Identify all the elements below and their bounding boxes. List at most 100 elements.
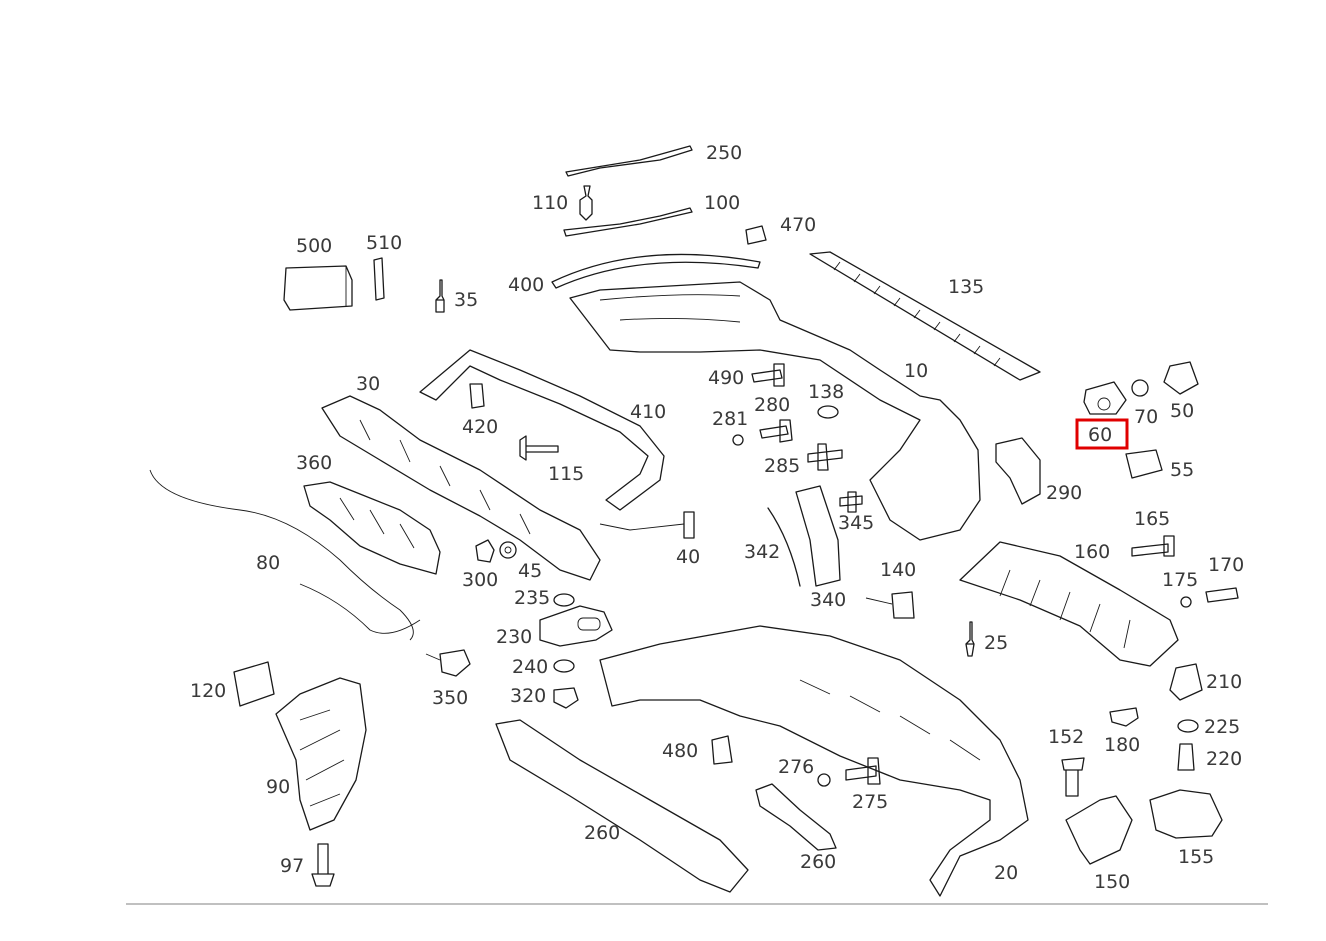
callout-240[interactable]: 240 [512,656,548,678]
callout-110[interactable]: 110 [532,192,568,214]
part-135 [809,251,1041,381]
part-510 [373,257,385,301]
part-210 [1169,663,1203,701]
part-110 [579,185,593,221]
part-55 [1125,449,1163,479]
callout-220[interactable]: 220 [1206,748,1242,770]
part-260a [495,719,749,893]
callout-230[interactable]: 230 [496,626,532,648]
part-180 [1109,707,1139,727]
part-230 [539,605,613,647]
part-60 [1083,381,1127,415]
callout-350[interactable]: 350 [432,687,468,709]
callout-100[interactable]: 100 [704,192,740,214]
callout-45[interactable]: 45 [518,560,542,582]
callout-35[interactable]: 35 [454,289,478,311]
part-160 [959,541,1179,667]
callout-152[interactable]: 152 [1048,726,1084,748]
callout-281[interactable]: 281 [712,408,748,430]
callout-115[interactable]: 115 [548,463,584,485]
callout-97[interactable]: 97 [280,855,304,877]
callout-165[interactable]: 165 [1134,508,1170,530]
callout-10[interactable]: 10 [904,360,928,382]
callout-360[interactable]: 360 [296,452,332,474]
part-152 [1061,757,1085,797]
callout-90[interactable]: 90 [266,776,290,798]
callout-170[interactable]: 170 [1208,554,1244,576]
callout-300[interactable]: 300 [462,569,498,591]
part-120 [233,661,275,707]
callout-285[interactable]: 285 [764,455,800,477]
part-360 [303,481,441,575]
callouts: 250 110 100 470 500 510 35 400 135 30 41… [190,142,1244,893]
callout-55[interactable]: 55 [1170,459,1194,481]
callout-276[interactable]: 276 [778,756,814,778]
callout-80[interactable]: 80 [256,552,280,574]
callout-400[interactable]: 400 [508,274,544,296]
callout-138[interactable]: 138 [808,381,844,403]
part-420 [469,383,485,409]
callout-500[interactable]: 500 [296,235,332,257]
part-235 [553,593,575,607]
callout-480[interactable]: 480 [662,740,698,762]
callout-340[interactable]: 340 [810,589,846,611]
part-97 [311,843,335,887]
callout-70[interactable]: 70 [1134,406,1158,428]
part-220 [1177,743,1195,771]
callout-160[interactable]: 160 [1074,541,1110,563]
callout-470[interactable]: 470 [780,214,816,236]
callout-135[interactable]: 135 [948,276,984,298]
callout-342[interactable]: 342 [744,541,780,563]
callout-345[interactable]: 345 [838,512,874,534]
callout-150[interactable]: 150 [1094,871,1130,893]
callout-260a[interactable]: 260 [584,822,620,844]
callout-225[interactable]: 225 [1204,716,1240,738]
callout-175[interactable]: 175 [1162,569,1198,591]
callout-40[interactable]: 40 [676,546,700,568]
part-20 [599,625,1029,897]
part-320 [553,687,579,709]
part-100 [563,207,693,237]
part-470 [745,225,767,245]
part-10 [569,281,981,541]
part-155 [1149,789,1223,839]
callout-320[interactable]: 320 [510,685,546,707]
part-170 [1205,587,1239,603]
callout-20[interactable]: 20 [994,862,1018,884]
part-115 [519,435,559,461]
callout-155[interactable]: 155 [1178,846,1214,868]
callout-275[interactable]: 275 [852,791,888,813]
part-240 [553,659,575,673]
callout-140[interactable]: 140 [880,559,916,581]
part-25 [965,621,975,657]
part-275 [845,757,881,785]
callout-290[interactable]: 290 [1046,482,1082,504]
callout-490[interactable]: 490 [708,367,744,389]
part-165 [1131,535,1175,557]
part-276 [817,773,831,787]
callout-410[interactable]: 410 [630,401,666,423]
part-225 [1177,719,1199,733]
callout-50[interactable]: 50 [1170,400,1194,422]
callout-280[interactable]: 280 [754,394,790,416]
callout-210[interactable]: 210 [1206,671,1242,693]
part-175 [1180,596,1192,608]
callout-180[interactable]: 180 [1104,734,1140,756]
part-280 [759,419,793,443]
part-281 [732,434,744,446]
part-50 [1163,361,1199,395]
callout-510[interactable]: 510 [366,232,402,254]
part-490 [751,363,785,387]
callout-120[interactable]: 120 [190,680,226,702]
callout-30[interactable]: 30 [356,373,380,395]
callout-250[interactable]: 250 [706,142,742,164]
callout-420[interactable]: 420 [462,416,498,438]
callout-235[interactable]: 235 [514,587,550,609]
callout-260b[interactable]: 260 [800,851,836,873]
part-138 [817,405,839,419]
part-70 [1131,379,1149,397]
part-35 [435,279,445,313]
callout-25[interactable]: 25 [984,632,1008,654]
callout-60[interactable]: 60 [1088,424,1112,446]
